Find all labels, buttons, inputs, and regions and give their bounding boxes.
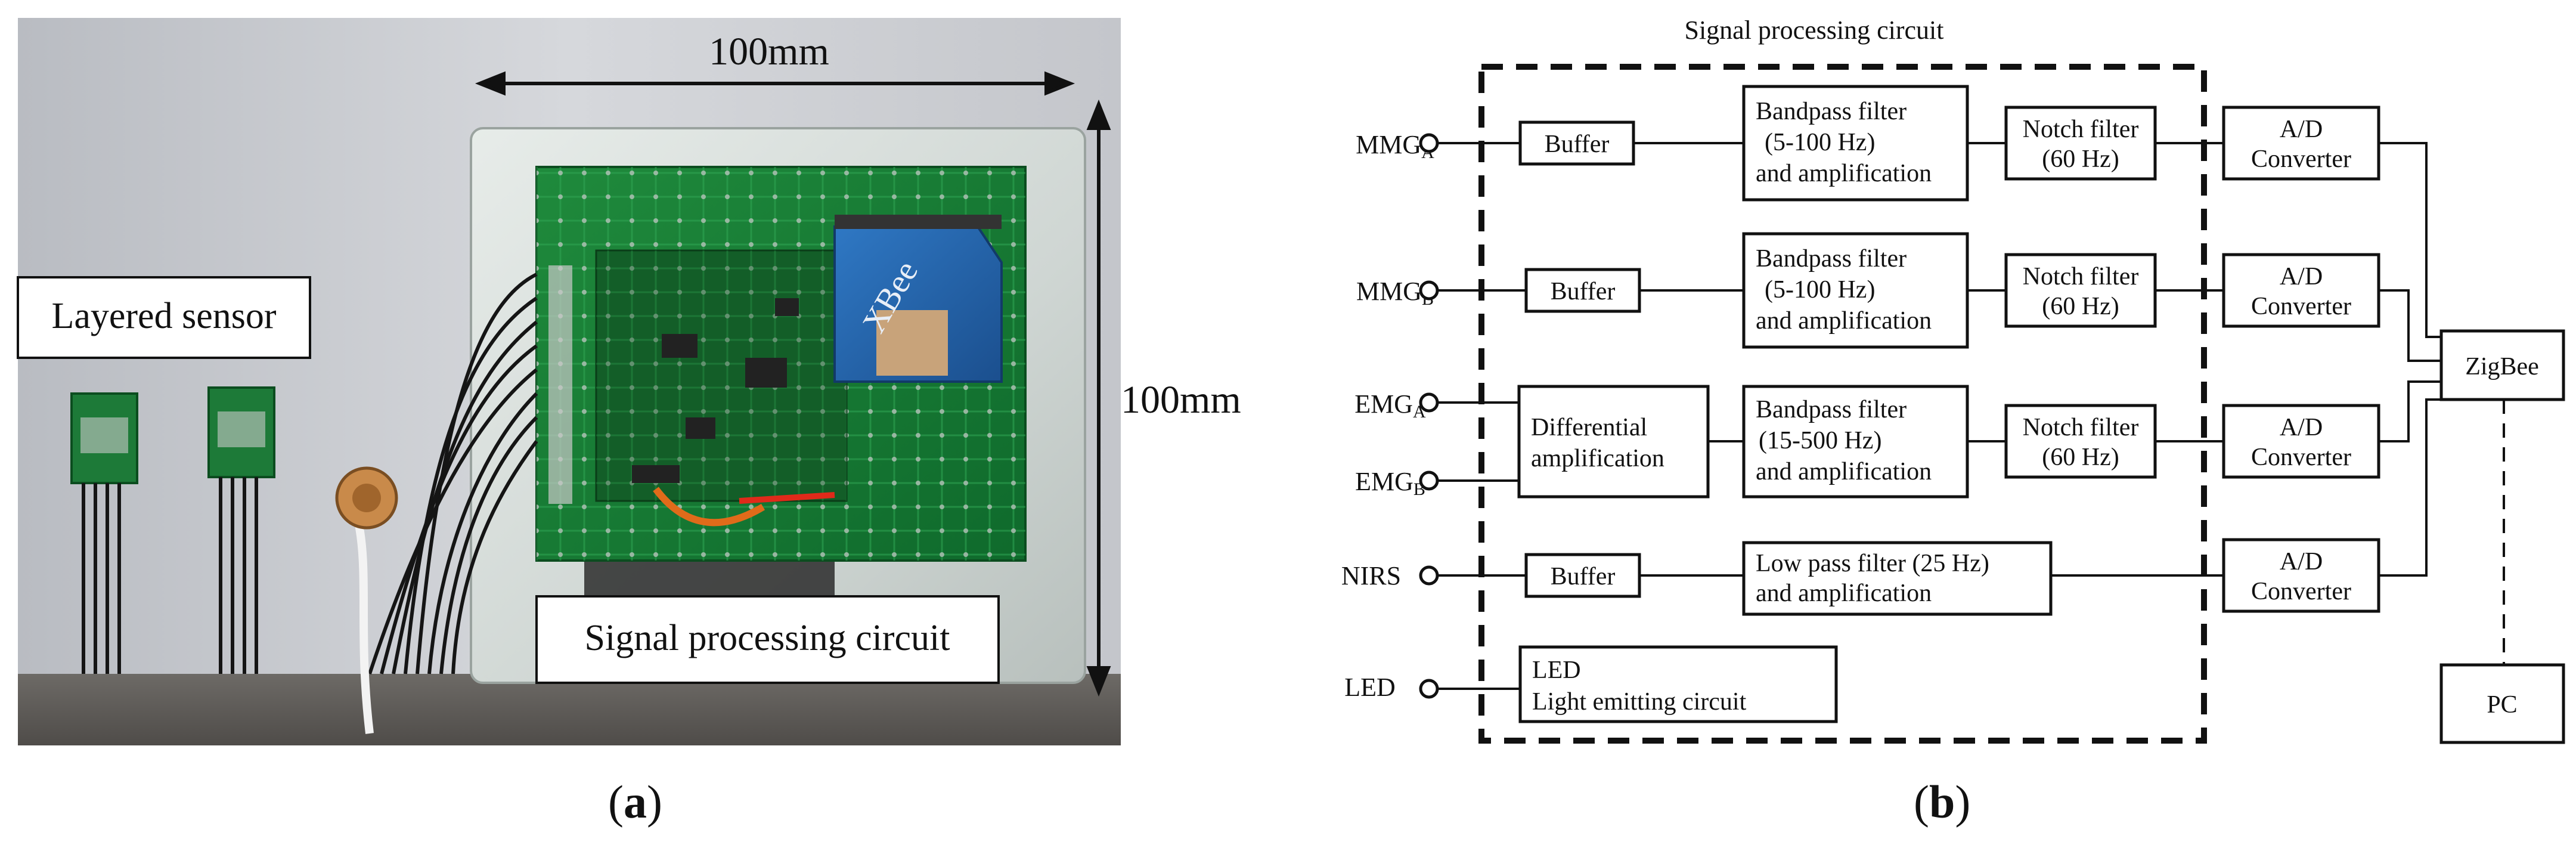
adc-text-nirs-1: A/D: [2280, 548, 2323, 575]
lowpass-text-1: Low pass filter (25 Hz): [1756, 550, 1989, 577]
bandpass-text-mmg-a-3: and amplification: [1756, 160, 1932, 187]
height-dimension-arrow: [1086, 99, 1111, 697]
pc-block: [2439, 663, 2565, 744]
buffer-text-nirs: Buffer: [1551, 563, 1616, 590]
adc-text-mmg-a-2: Converter: [2251, 146, 2351, 173]
input-emg-a-label: EMGA: [1354, 389, 1426, 422]
adc-text-mmg-a-1: A/D: [2280, 116, 2323, 143]
lowpass-text-2: and amplification: [1756, 580, 1932, 607]
bandpass-text-mmg-b-2: (5-100 Hz): [1765, 276, 1875, 304]
layered-sensor-callout: [17, 276, 311, 359]
notch-text-mmg-a-2: (60 Hz): [2042, 146, 2119, 173]
bandpass-text-emg-3: and amplification: [1756, 458, 1932, 485]
panel-b-caption-letter: b: [1929, 776, 1955, 828]
differential-text-1: Differential: [1531, 414, 1647, 441]
bandpass-text-emg-1: Bandpass filter: [1756, 396, 1907, 423]
bandpass-text-emg-2: (15-500 Hz): [1759, 427, 1881, 454]
buffer-text-mmg-a: Buffer: [1545, 131, 1610, 158]
adc-text-emg-1: A/D: [2280, 414, 2323, 441]
pc-text: PC: [2487, 691, 2517, 719]
terminal-mmg-a: [1419, 133, 1439, 153]
adc-block-emg: [2222, 404, 2380, 479]
photo-table: [18, 674, 1121, 745]
signal-circuit-label: Signal processing circuit: [585, 618, 950, 658]
input-nirs-label: NIRS: [1341, 561, 1401, 590]
layered-sensor-2: [207, 386, 275, 674]
led-circuit-text-1: LED: [1532, 657, 1581, 684]
notch-block-mmg-a: [2004, 106, 2157, 181]
zigbee-block: [2439, 329, 2565, 401]
bandpass-text-mmg-a-1: Bandpass filter: [1756, 98, 1907, 125]
layered-sensor-1: [70, 392, 138, 674]
bandpass-text-mmg-b-1: Bandpass filter: [1756, 245, 1907, 273]
led-circuit-text-2: Light emitting circuit: [1532, 688, 1747, 716]
notch-text-mmg-b-1: Notch filter: [2023, 263, 2139, 290]
notch-text-mmg-b-2: (60 Hz): [2042, 293, 2119, 320]
buffer-text-mmg-b: Buffer: [1551, 278, 1616, 305]
adc-text-nirs-2: Converter: [2251, 578, 2351, 605]
bandpass-block-mmg-b: [1742, 232, 1969, 349]
adc-text-emg-2: Converter: [2251, 444, 2351, 471]
lowpass-block-nirs: [1742, 541, 2053, 616]
xbee-module: XBee: [833, 215, 1003, 383]
input-mmg-a-label: MMGA: [1356, 130, 1434, 162]
adc-block-nirs: [2222, 538, 2380, 613]
adc-block-mmg-a: [2222, 106, 2380, 181]
led-circuit-block: [1518, 645, 1838, 723]
adc-block-mmg-b: [2222, 253, 2380, 328]
buffer-block-nirs: [1524, 553, 1641, 598]
bandpass-text-mmg-b-3: and amplification: [1756, 307, 1932, 335]
panel-a-caption: (a): [608, 776, 662, 828]
bandpass-block-emg: [1742, 385, 1969, 499]
input-terminals: [1419, 133, 1439, 699]
bandpass-block-mmg-a: [1742, 85, 1969, 202]
input-led-label: LED: [1344, 673, 1396, 702]
buffer-block-mmg-b: [1524, 268, 1641, 313]
notch-block-mmg-b: [2004, 253, 2157, 328]
terminal-mmg-b: [1419, 280, 1439, 301]
notch-text-mmg-a-1: Notch filter: [2023, 116, 2139, 143]
connection-wires: [1437, 142, 2505, 690]
adc-text-mmg-b-2: Converter: [2251, 293, 2351, 320]
terminal-emg-a: [1419, 392, 1439, 413]
panel-a-caption-letter: a: [623, 776, 647, 828]
disc-sensor: [335, 466, 398, 530]
buffer-block-mmg-a: [1518, 120, 1635, 166]
terminal-nirs: [1419, 565, 1439, 586]
terminal-emg-b: [1419, 471, 1439, 491]
height-dimension-label: 100mm: [1121, 378, 1241, 422]
bandpass-text-mmg-a-2: (5-100 Hz): [1765, 129, 1875, 156]
notch-block-emg: [2004, 404, 2157, 479]
notch-text-emg-1: Notch filter: [2023, 414, 2139, 441]
layered-sensor-label: Layered sensor: [52, 296, 277, 336]
differential-text-2: amplification: [1531, 445, 1664, 472]
circuit-title: Signal processing circuit: [1684, 16, 1943, 45]
input-emg-b-label: EMGB: [1355, 467, 1425, 499]
sensor-cable-bundle: [368, 273, 538, 674]
panel-b-caption: (b): [1914, 776, 1971, 828]
width-dimension-label: 100mm: [709, 30, 829, 73]
width-dimension-arrow: [475, 71, 1075, 96]
signal-circuit-callout: [535, 595, 1000, 684]
adc-text-mmg-b-1: A/D: [2280, 263, 2323, 290]
notch-text-emg-2: (60 Hz): [2042, 444, 2119, 471]
terminal-led: [1419, 679, 1439, 699]
zigbee-text: ZigBee: [2465, 353, 2539, 380]
differential-amp-block: [1517, 385, 1710, 499]
